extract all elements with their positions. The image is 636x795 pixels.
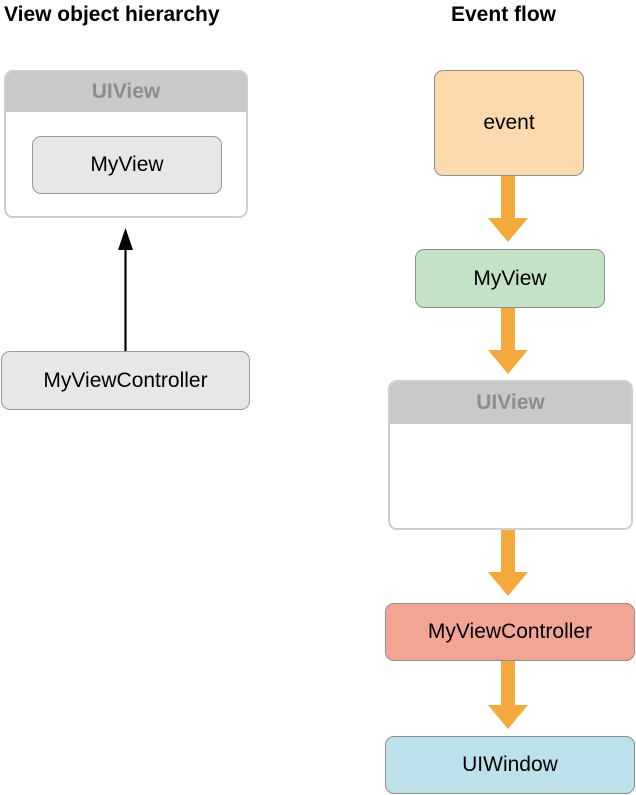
flow-myview-box: MyView bbox=[415, 249, 605, 308]
flow-event-box: event bbox=[434, 70, 584, 176]
right-heading: Event flow bbox=[451, 3, 557, 26]
flow-arrow-4 bbox=[488, 661, 528, 729]
flow-arrow-1 bbox=[488, 176, 528, 242]
flow-uiview-container: UIView bbox=[388, 380, 633, 530]
hierarchy-uiview-header: UIView bbox=[6, 72, 246, 112]
flow-uiwindow-box: UIWindow bbox=[385, 736, 635, 794]
hierarchy-controller-box: MyViewController bbox=[1, 351, 250, 410]
left-heading: View object hierarchy bbox=[4, 3, 220, 26]
flow-arrow-3 bbox=[488, 530, 528, 596]
flow-uiview-header: UIView bbox=[390, 382, 631, 424]
hierarchy-myview-box: MyView bbox=[32, 136, 222, 194]
flow-controller-box: MyViewController bbox=[385, 603, 635, 661]
hierarchy-uiview-container: UIView MyView bbox=[4, 70, 248, 218]
flow-arrow-2 bbox=[488, 308, 528, 374]
hierarchy-arrow-head bbox=[118, 228, 133, 250]
